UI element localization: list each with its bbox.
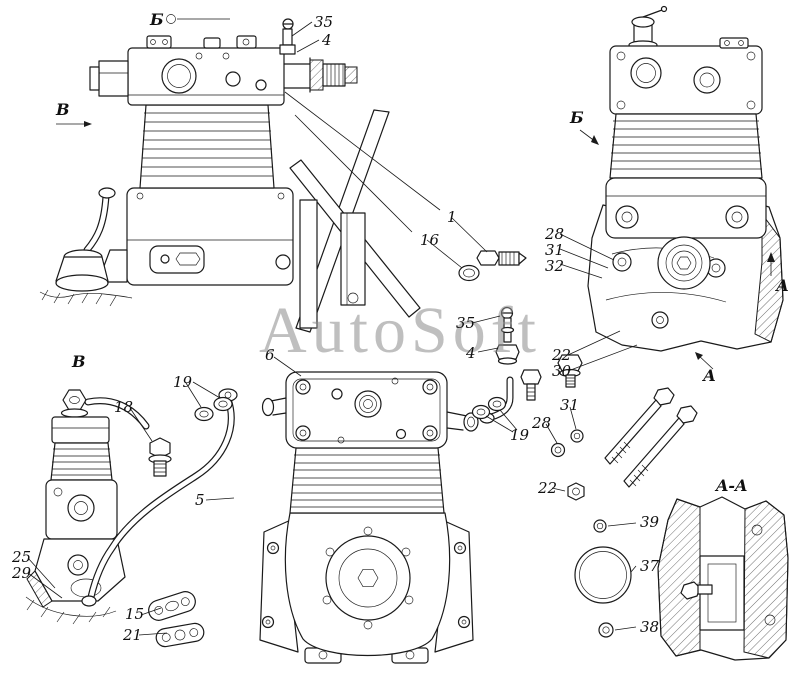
- view-marker-circle: [166, 14, 176, 24]
- view-labels: Б В Б А А В A-A: [55, 10, 789, 495]
- callout-22-a: 22: [551, 346, 571, 364]
- view-label-b-top: Б: [149, 10, 164, 29]
- view-label-b-right: Б: [569, 108, 584, 127]
- callout-1: 1: [447, 208, 457, 226]
- view-label-section-aa: A-A: [714, 476, 747, 495]
- leader-lines: [27, 14, 775, 636]
- callout-19-a: 19: [173, 373, 193, 391]
- callout-38: 38: [640, 618, 659, 636]
- callout-18: 18: [114, 398, 133, 416]
- callout-28-b: 28: [531, 414, 551, 432]
- callout-25: 25: [11, 548, 31, 566]
- view-label-v-small: В: [71, 352, 86, 371]
- callout-4-a: 4: [321, 31, 332, 49]
- callout-31-b: 31: [560, 396, 579, 414]
- view-arrow-b-right: [579, 129, 599, 145]
- section-arrow-a-top: [767, 252, 775, 276]
- view-arrow-v: [56, 121, 92, 127]
- section-a-a: [574, 496, 789, 661]
- callout-39: 39: [640, 513, 660, 531]
- callout-35-b: 35: [456, 314, 475, 332]
- watermark: AutoSoft: [259, 294, 541, 367]
- callout-28-a: 28: [544, 225, 564, 243]
- compressor-front-view: [259, 371, 479, 664]
- callout-labels: 35 4 1 16 28 31 32 22 30 35 4 6 19 18 31…: [11, 13, 660, 644]
- compressor-small-view: [25, 388, 238, 648]
- callout-15: 15: [125, 605, 144, 623]
- compressor-side-view: [39, 18, 421, 333]
- callout-21: 21: [122, 626, 142, 644]
- callout-31-a: 31: [545, 241, 564, 259]
- callout-30: 30: [552, 362, 572, 380]
- callout-29: 29: [11, 564, 32, 582]
- loose-parts: [458, 250, 698, 501]
- callout-16: 16: [420, 231, 440, 249]
- compressor-rear-view: [587, 5, 784, 352]
- view-label-a-right: А: [775, 276, 789, 295]
- callout-19-b: 19: [510, 426, 530, 444]
- view-label-a-mid: А: [702, 366, 716, 385]
- section-arrow-a-mid: [695, 352, 714, 370]
- callout-32: 32: [545, 257, 564, 275]
- callout-4-b: 4: [465, 344, 476, 362]
- view-label-v-top: В: [55, 100, 70, 119]
- callout-5: 5: [195, 491, 205, 509]
- callout-37: 37: [640, 557, 660, 575]
- callout-22-b: 22: [537, 479, 557, 497]
- callout-6: 6: [265, 346, 275, 364]
- callout-35-a: 35: [314, 13, 333, 31]
